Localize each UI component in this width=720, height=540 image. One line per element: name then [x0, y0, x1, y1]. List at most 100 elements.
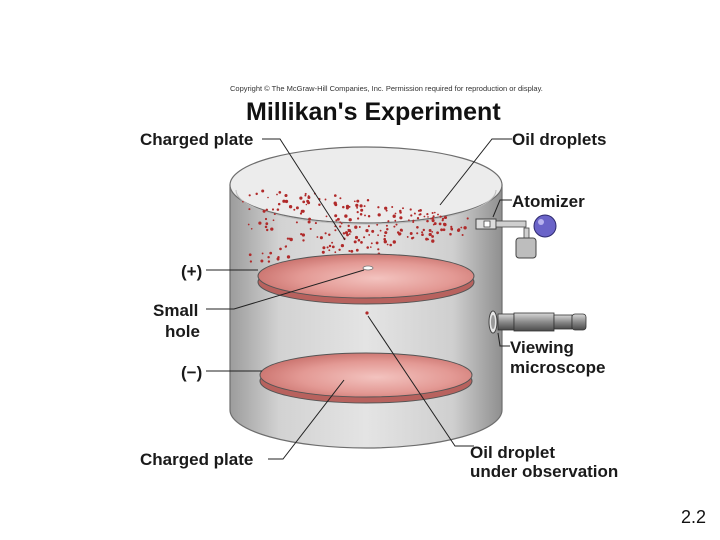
oil-droplet — [276, 257, 280, 261]
oil-droplet — [335, 219, 338, 222]
oil-droplet — [437, 213, 439, 216]
oil-droplet — [375, 241, 379, 245]
oil-droplet — [450, 227, 454, 231]
oil-droplet — [270, 227, 274, 231]
oil-droplet — [258, 221, 262, 225]
oil-droplet — [423, 215, 426, 218]
diagram-title: Millikan's Experiment — [246, 98, 501, 126]
oil-droplet — [321, 250, 325, 254]
oil-droplet — [410, 236, 414, 240]
oil-droplet — [316, 236, 319, 238]
copyright-note: Copyright © The McGraw-Hill Companies, I… — [230, 84, 543, 93]
oil-droplet — [300, 209, 304, 213]
oil-droplet — [383, 237, 387, 241]
oil-droplet — [331, 241, 334, 244]
oil-droplet — [387, 220, 390, 223]
cylinder-top-opening — [229, 146, 503, 224]
oil-droplet — [426, 219, 429, 223]
oil-droplet — [304, 192, 307, 195]
oil-droplet — [284, 193, 288, 198]
oil-droplet — [339, 225, 342, 228]
oil-droplet — [450, 225, 453, 229]
oil-droplet — [348, 218, 352, 222]
oil-droplet — [363, 236, 366, 239]
oil-droplet — [355, 248, 359, 252]
oil-droplet — [359, 204, 363, 208]
label-small-hole-line2: hole — [165, 322, 200, 341]
oil-droplet — [422, 228, 425, 232]
oil-droplet — [276, 208, 280, 211]
oil-droplet — [417, 209, 421, 212]
oil-droplet — [334, 203, 338, 207]
oil-droplet — [350, 249, 354, 253]
label-charged-plate-top: Charged plate — [140, 130, 253, 149]
oil-droplet — [255, 192, 258, 196]
oil-droplet — [431, 219, 435, 223]
oil-droplet — [264, 225, 268, 229]
oil-droplet — [307, 201, 311, 205]
oil-droplet — [247, 223, 250, 226]
oil-droplet — [440, 228, 444, 232]
oil-droplet — [301, 233, 306, 237]
oil-droplet — [328, 233, 331, 236]
oil-droplet — [355, 203, 359, 207]
oil-droplet — [428, 229, 432, 232]
oil-droplet — [304, 194, 307, 197]
oil-droplet — [347, 224, 350, 228]
oil-droplet — [289, 237, 293, 242]
oil-droplet — [460, 226, 463, 229]
oil-droplet — [385, 209, 388, 212]
oil-droplet — [308, 217, 312, 221]
oil-droplet — [356, 217, 360, 220]
oil-droplet — [344, 231, 349, 235]
oil-droplet — [366, 199, 370, 202]
oil-droplet — [340, 243, 345, 248]
oil-droplet — [348, 233, 351, 235]
oil-droplet — [364, 214, 366, 217]
oil-droplet — [425, 237, 429, 241]
oil-droplet — [288, 205, 293, 209]
oil-droplet — [307, 195, 311, 200]
oil-droplet — [339, 197, 342, 200]
oil-droplet — [356, 210, 359, 214]
oil-droplet — [267, 255, 270, 259]
oil-droplet — [331, 245, 335, 249]
oil-droplet — [295, 206, 299, 210]
oil-droplet — [334, 214, 338, 218]
oil-droplet — [370, 246, 372, 248]
oil-droplet — [302, 200, 306, 204]
oil-droplet — [360, 208, 364, 212]
oil-droplet — [269, 251, 273, 255]
oil-droplet — [431, 235, 434, 238]
oil-droplet — [463, 226, 467, 230]
oil-droplet — [265, 222, 269, 226]
oil-droplet — [344, 214, 348, 218]
oil-droplet — [401, 229, 403, 232]
oil-droplet — [295, 221, 298, 224]
oil-droplet — [442, 228, 446, 232]
oil-droplet — [438, 222, 442, 226]
oil-droplet — [273, 213, 276, 216]
oil-droplet — [461, 233, 464, 237]
oil-droplet — [302, 239, 305, 242]
oil-droplet — [414, 212, 416, 215]
oil-droplet — [431, 211, 434, 215]
oil-droplet — [282, 199, 286, 203]
oil-droplet — [249, 260, 253, 263]
oil-droplet — [409, 208, 412, 211]
leader-lines — [206, 138, 512, 460]
oil-droplet — [261, 252, 264, 255]
oil-droplet — [433, 211, 436, 214]
oil-droplet — [286, 237, 290, 240]
oil-droplet — [277, 202, 281, 206]
slide-number: 2.2 — [680, 507, 706, 527]
oil-droplet — [286, 255, 291, 259]
oil-droplet — [342, 205, 345, 209]
oil-droplet — [284, 199, 289, 204]
label-oil-droplet-line1: Oil droplet — [470, 443, 555, 462]
oil-droplet — [365, 228, 369, 233]
oil-droplet — [318, 203, 321, 206]
oil-droplet — [399, 209, 402, 213]
oil-droplet — [267, 260, 271, 263]
oil-droplet — [398, 232, 402, 235]
